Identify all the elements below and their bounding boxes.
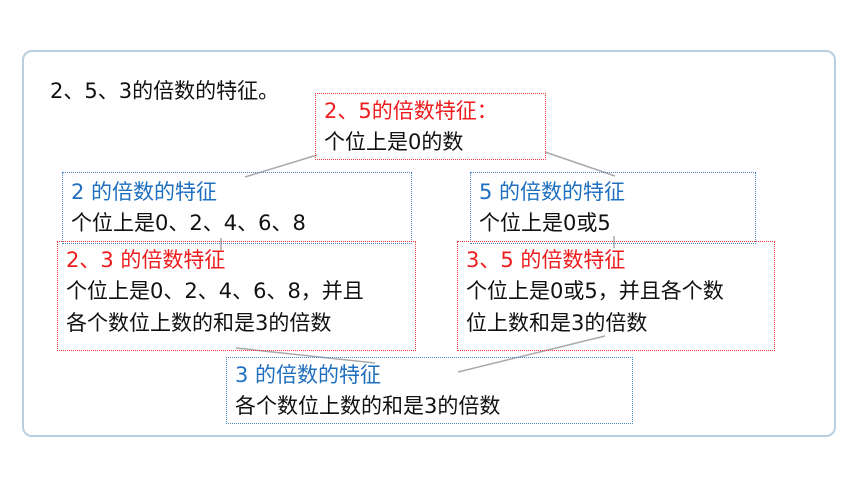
box-5-heading: 5 的倍数的特征 [479, 180, 626, 204]
box-2-5-multiples: 2、5的倍数特征： 个位上是0的数 [315, 93, 546, 160]
box-3-5-multiples: 3、5 的倍数特征 个位上是0或5，并且各个数 位上数和是3的倍数 [457, 241, 775, 351]
box-2-3-multiples: 2、3 的倍数特征 个位上是0、2、4、6、8，并且 各个数位上数的和是3的倍数 [57, 241, 416, 351]
box-2-3-line-2: 各个数位上数的和是3的倍数 [66, 311, 332, 335]
box-3-heading: 3 的倍数的特征 [235, 363, 382, 387]
connector-b3-b35 [457, 335, 606, 373]
box-3-multiples: 3 的倍数的特征 各个数位上数的和是3的倍数 [226, 357, 633, 424]
box-2-5-line-1: 个位上是0的数 [324, 130, 464, 154]
connector-b25-b2 [244, 154, 318, 178]
diagram-title: 2、5、3的倍数的特征。 [50, 79, 280, 103]
content-frame [22, 50, 836, 437]
box-5-line-1: 个位上是0或5 [479, 211, 611, 235]
box-2-heading: 2 的倍数的特征 [71, 180, 218, 204]
box-2-multiples: 2 的倍数的特征 个位上是0、2、4、6、8 [62, 172, 412, 244]
box-3-5-line-2: 位上数和是3的倍数 [466, 311, 648, 335]
box-3-5-heading: 3、5 的倍数特征 [466, 248, 626, 272]
box-3-5-line-1: 个位上是0或5，并且各个数 [466, 279, 724, 303]
box-3-line-1: 各个数位上数的和是3的倍数 [235, 394, 501, 418]
box-2-line-1: 个位上是0、2、4、6、8 [71, 211, 306, 235]
box-2-3-line-1: 个位上是0、2、4、6、8，并且 [66, 279, 364, 303]
box-2-3-heading: 2、3 的倍数特征 [66, 248, 226, 272]
box-2-5-heading: 2、5的倍数特征： [324, 99, 498, 123]
box-5-multiples: 5 的倍数的特征 个位上是0或5 [470, 172, 756, 244]
